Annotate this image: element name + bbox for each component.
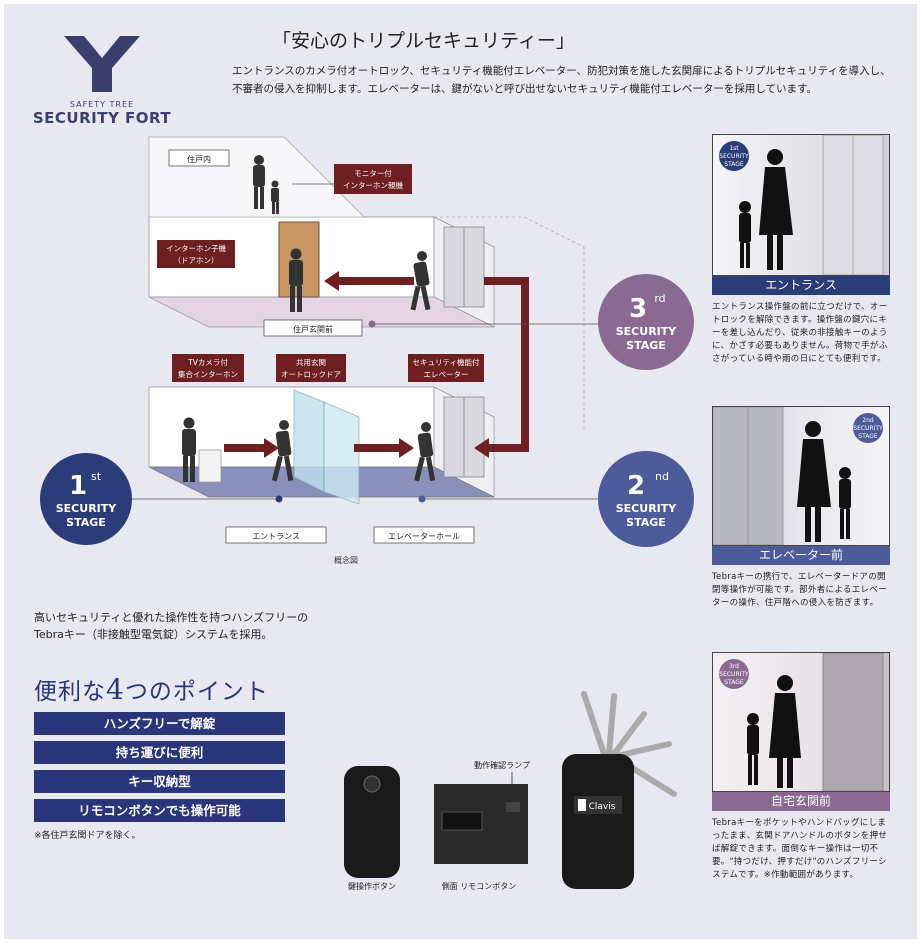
security-concept-diagram: 住戸内 モニター付 インターホン親機 インターホン子機 （ドアホン） 住戸玄関前…: [40, 136, 694, 565]
tebra-key-images: 鍵操作ボタン 動作確認ランプ 側面 リモコンボタン Clavis: [344, 691, 677, 891]
stage-badge-third: 3 rd SECURITY STAGE: [598, 274, 694, 370]
stage-first-suffix: st: [91, 470, 102, 483]
people-silhouettes: [182, 155, 436, 482]
panel-caption-elevator: エレベーター前: [712, 546, 890, 565]
stage-third-line2: STAGE: [626, 339, 666, 352]
stage-first-line2: STAGE: [66, 516, 106, 529]
y-tree-logo-icon: [64, 36, 140, 92]
label-unit-interior: 住戸内: [187, 154, 211, 164]
tebra-description: 高いセキュリティと優れた操作性を持つハンズフリーの Tebraキー（非接触型電気…: [34, 609, 308, 643]
security-fort-logo: SAFETY TREE SECURITY FORT: [32, 32, 172, 127]
label-common-door-2: オートロックドア: [281, 370, 341, 379]
lower-floor: [148, 386, 495, 505]
stage-second-line1: SECURITY: [616, 502, 678, 515]
page: SAFETY TREE SECURITY FORT 「安心のトリプルセキュリティ…: [4, 4, 917, 939]
points-note: ※各住戸玄関ドアを除く。: [34, 831, 141, 841]
point-item: ハンズフリーで解錠: [34, 712, 285, 735]
stage-second-line2: STAGE: [626, 516, 666, 529]
label-side-remote: 側面 リモコンボタン: [442, 881, 517, 891]
point-item: キー収納型: [34, 770, 285, 793]
label-tv-camera-1: TVカメラ付: [187, 357, 228, 367]
label-monitor-intercom-2: インターホン親機: [343, 180, 403, 190]
logo-subtitle: SAFETY TREE: [69, 100, 135, 109]
label-intercom-door-2: （ドアホン）: [174, 256, 219, 265]
stage-second-suffix: nd: [655, 470, 669, 483]
route-arrows: [224, 271, 529, 458]
points-title: 便利な4つのポイント: [34, 673, 269, 706]
four-points-section: 便利な4つのポイント ハンズフリーで解錠 持ち運びに便利 キー収納型 リモコンボ…: [34, 672, 285, 841]
panel-desc-entrance: エントランス操作盤の前に立つだけで、オートロックを解除できます。操作盤の鍵穴にキ…: [712, 302, 888, 364]
label-tv-camera-2: 集合インターホン: [178, 369, 238, 379]
panel-caption-entrance: エントランス: [712, 276, 890, 295]
page-title: 「安心のトリプルセキュリティー」: [272, 30, 575, 52]
stage-badge-first: 1 st SECURITY STAGE: [40, 453, 132, 545]
label-monitor-intercom-1: モニター付: [354, 168, 392, 178]
label-common-door-1: 共用玄関: [296, 357, 326, 367]
stage-third-line1: SECURITY: [616, 325, 678, 338]
tebra-line-2: Tebraキー（非接触型電気錠）システムを採用。: [34, 628, 273, 641]
point-item: 持ち運びに便利: [34, 741, 285, 764]
intro-text: エントランスのカメラ付オートロック、セキュリティ機能付エレベーター、防犯対策を施…: [232, 65, 891, 95]
stage-first-line1: SECURITY: [56, 502, 118, 515]
stage-second-number: 2: [627, 471, 645, 501]
key-brand-logo: Clavis: [589, 802, 616, 812]
point-item: リモコンボタンでも操作可能: [34, 799, 285, 822]
label-unit-entrance: 住戸玄関前: [293, 324, 333, 334]
label-indicator-lamp: 動作確認ランプ: [474, 760, 530, 770]
label-lock-button: 鍵操作ボタン: [348, 881, 396, 891]
label-secure-elevator-1: セキュリティ機能付: [412, 357, 480, 367]
callout-labels: 住戸内 モニター付 インターホン親機 インターホン子機 （ドアホン） 住戸玄関前…: [157, 149, 484, 565]
label-elevator-hall: エレベーターホール: [388, 532, 460, 541]
tebra-line-1: 高いセキュリティと優れた操作性を持つハンズフリーの: [34, 611, 309, 624]
stage-third-number: 3: [629, 294, 647, 324]
upper-floor-surface: [148, 296, 495, 328]
panel-desc-elevator: Tebraキーの携行で、エレベータードアの開閉等操作が可能です。部外者によるエレ…: [712, 572, 887, 608]
label-secure-elevator-2: エレベーター: [424, 370, 469, 379]
logo-title: SECURITY FORT: [32, 109, 172, 127]
label-intercom-door-1: インターホン子機: [166, 243, 226, 253]
panel-caption-home-door: 自宅玄関前: [712, 792, 890, 811]
concept-diagram-caption: 概念図: [334, 555, 358, 565]
label-entrance: エントランス: [252, 532, 300, 541]
stage-third-suffix: rd: [654, 292, 665, 305]
stage-badge-second: 2 nd SECURITY STAGE: [598, 451, 694, 547]
stage-first-number: 1: [69, 471, 87, 501]
panel-desc-home-door: Tebraキーをポケットやハンドバッグにしまったまま、玄関ドアハンドルのボタンを…: [712, 818, 888, 880]
